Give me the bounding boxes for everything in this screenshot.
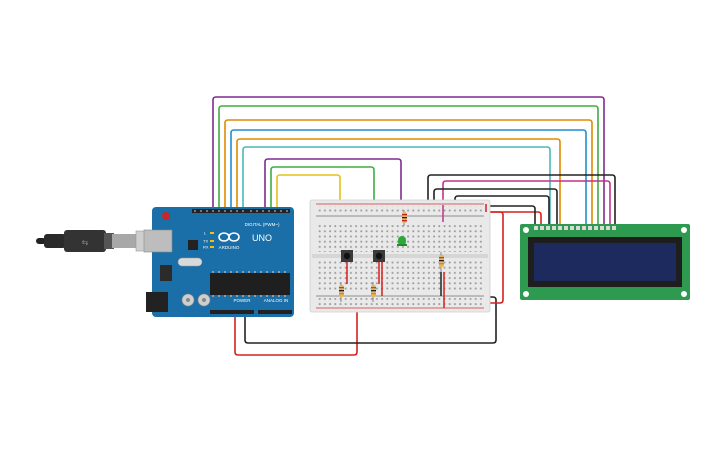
resistor-4 <box>371 282 376 302</box>
resistor-1 <box>402 210 407 226</box>
wire-blue-long <box>230 129 587 228</box>
led-label-tx: TX <box>203 239 208 244</box>
wire-black-power <box>244 296 497 344</box>
reset-button[interactable] <box>162 212 170 220</box>
mount-hole-1 <box>523 227 529 233</box>
wire-black-lcd-4 <box>480 205 536 228</box>
holes-rail-top <box>318 206 482 214</box>
wire-black-lcd-2 <box>433 188 558 228</box>
lcd-screen <box>534 243 676 281</box>
digital-label: DIGITAL (PWM~) <box>245 222 280 227</box>
analog-header <box>258 310 292 314</box>
usb-port <box>143 229 173 253</box>
mount-hole-4 <box>681 291 687 297</box>
holes-rail-bottom <box>318 298 482 306</box>
digital-header <box>192 209 290 213</box>
bb-jumpers <box>346 204 487 308</box>
arduino-board[interactable]: DIGITAL (PWM~) ARDUINO UNO L TX RX <box>143 207 294 317</box>
power-jack <box>146 292 168 312</box>
lcd-pin-header <box>534 226 616 230</box>
analog-label: ANALOG IN <box>264 298 289 303</box>
arduino-logo-icon <box>218 232 240 242</box>
arduino-logo-text: ARDUINO <box>219 245 240 250</box>
usb-cable: ⇆ <box>36 230 157 252</box>
usb-chip <box>188 240 198 250</box>
regulator <box>160 265 172 281</box>
wire-green-short <box>270 166 375 238</box>
wire-teal <box>242 146 551 228</box>
wire-green-long <box>218 105 599 228</box>
mount-hole-2 <box>681 227 687 233</box>
model-label: UNO <box>252 233 272 243</box>
crystal <box>177 257 203 267</box>
usb-icon: ⇆ <box>82 238 89 247</box>
wire-yellow <box>276 174 341 238</box>
wire-purple-short <box>264 158 402 215</box>
holes-bottom <box>318 260 482 290</box>
wire-red-lcd <box>474 211 542 228</box>
wire-purple-long <box>212 96 605 228</box>
power-header <box>210 310 254 314</box>
wire-black-lcd-3 <box>454 195 550 228</box>
led-green <box>397 236 407 246</box>
push-button-2[interactable] <box>373 250 385 262</box>
wire-red-power <box>234 303 358 356</box>
wires <box>212 96 616 356</box>
power-label: POWER <box>233 298 251 303</box>
wire-black-lcd-1 <box>427 174 616 228</box>
wire-purple-lcd <box>442 180 611 228</box>
mount-hole-3 <box>523 291 529 297</box>
atmega-chip <box>210 273 290 295</box>
led-label-rx: RX <box>203 245 209 250</box>
push-button-1[interactable] <box>341 250 353 262</box>
resistor-2 <box>439 252 444 272</box>
led-label-l: L <box>204 231 207 236</box>
wire-orange-long <box>224 119 593 228</box>
resistor-3 <box>339 282 344 302</box>
lcd-module <box>520 224 690 300</box>
wire-red-right <box>487 211 504 304</box>
breadboard <box>309 199 491 313</box>
wire-orange-2 <box>236 138 561 228</box>
center-trench <box>312 254 488 258</box>
